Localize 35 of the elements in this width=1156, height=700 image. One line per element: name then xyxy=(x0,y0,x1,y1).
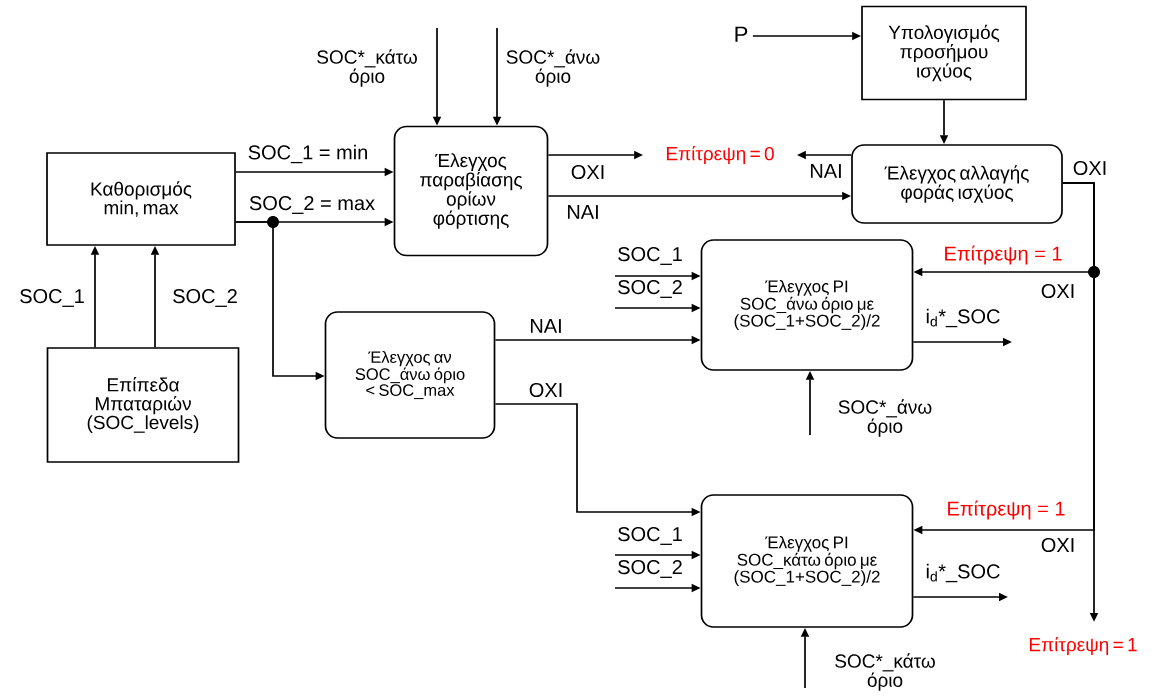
signal-label: SOC*_άνω όριο xyxy=(838,399,932,437)
signal-label: SOC*_κάτω όριο xyxy=(835,653,935,691)
signal-label: SOC*_κάτω όριο xyxy=(317,49,417,87)
edge-label: SOC_1 xyxy=(616,246,684,266)
edge-label: SOC_2 xyxy=(171,288,239,308)
edge-label: i$_{d}$*_SOC xyxy=(924,562,1002,584)
edge-label: OXI xyxy=(569,163,607,181)
edge-label: SOC_2 = max xyxy=(247,195,377,215)
edge-label: Επίτρεψη = 1 xyxy=(942,244,1064,266)
status-text: Επίτρεψη = 1 xyxy=(1029,636,1137,656)
decision-box: Έλεγχος αλλαγής φοράς ισχύος xyxy=(851,144,1063,224)
edge-label: OXI xyxy=(527,381,565,399)
status-text: Επίτρεψη = 0 xyxy=(666,145,774,165)
decision-box: Έλεγχος παραβίασης ορίων φόρτισης xyxy=(393,125,549,257)
signal-label: P xyxy=(735,26,748,42)
edge-label: OXI xyxy=(1071,159,1109,177)
decision-box: Έλεγχος PI SOC_άνω όριο με (SOC_1+SOC_2)/2 xyxy=(700,239,914,371)
edge-label: NAI xyxy=(808,163,844,179)
process-box: Υπολογισμός προσήμου ισχύος xyxy=(861,5,1027,101)
process-box: Καθορισμός min, max xyxy=(46,152,236,246)
decision-box: Έλεγχος PI SOC_κάτω όριο με (SOC_1+SOC_2)/2 xyxy=(700,494,914,628)
edge-label: SOC_2 xyxy=(616,279,684,299)
edge-label: SOC_1 xyxy=(616,526,684,546)
edge-label: NAI xyxy=(565,204,601,220)
edge-label: SOC_1 = min xyxy=(246,143,370,165)
branch-label: OXI xyxy=(1041,283,1074,299)
edge-label: NAI xyxy=(528,318,564,334)
edge-label: i$_{d}$*_SOC xyxy=(924,307,1002,329)
edge-label: SOC_2 xyxy=(616,559,684,579)
branch-label: OXI xyxy=(1041,537,1074,553)
decision-box: Έλεγχος αν SOC_άνω όριο < SOC_max xyxy=(324,311,496,439)
process-box: Επίπεδα Μπαταριών (SOC_levels) xyxy=(46,347,240,463)
edge-label: Επίτρεψη = 1 xyxy=(945,499,1067,521)
edge-label: SOC_1 xyxy=(18,288,86,308)
signal-label: SOC*_άνω όριο xyxy=(506,49,600,87)
